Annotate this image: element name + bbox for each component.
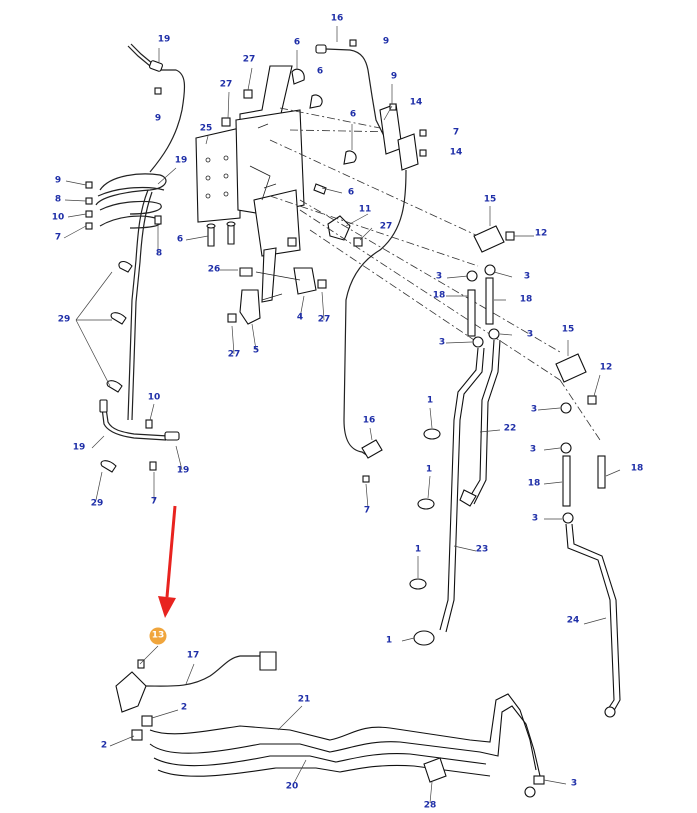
callout-19[interactable]: 19 (174, 155, 188, 166)
callout-27[interactable]: 27 (242, 54, 256, 65)
callout-9[interactable]: 9 (154, 113, 162, 124)
callout-19[interactable]: 19 (157, 34, 171, 45)
callout-18[interactable]: 18 (519, 294, 533, 305)
callout-26[interactable]: 26 (207, 264, 221, 275)
callout-19[interactable]: 19 (176, 465, 190, 476)
callout-27[interactable]: 27 (317, 314, 331, 325)
callout-16[interactable]: 16 (330, 13, 344, 24)
callout-7[interactable]: 7 (54, 232, 62, 243)
callout-3[interactable]: 3 (526, 329, 534, 340)
callout-12[interactable]: 12 (599, 362, 613, 373)
callout-2[interactable]: 2 (100, 740, 108, 751)
callout-9[interactable]: 9 (54, 175, 62, 186)
mounting-bracket (195, 65, 305, 303)
callout-1[interactable]: 1 (425, 464, 433, 475)
callout-6[interactable]: 6 (293, 37, 301, 48)
callout-10[interactable]: 10 (51, 212, 65, 223)
leader-lines (63, 26, 621, 804)
callout-27[interactable]: 27 (379, 221, 393, 232)
callout-10[interactable]: 10 (147, 392, 161, 403)
hose-clamps (409, 428, 441, 646)
callout-14[interactable]: 14 (409, 97, 423, 108)
callout-1[interactable]: 1 (426, 395, 434, 406)
exhaust-temperature-sensor-harness (95, 43, 186, 441)
callout-7[interactable]: 7 (452, 127, 460, 138)
callout-2[interactable]: 2 (180, 702, 188, 713)
callout-1[interactable]: 1 (414, 544, 422, 555)
callout-17[interactable]: 17 (186, 650, 200, 661)
callout-7[interactable]: 7 (363, 505, 371, 516)
left-screws (85, 87, 162, 471)
callout-6[interactable]: 6 (347, 187, 355, 198)
callout-21[interactable]: 21 (297, 694, 311, 705)
callout-3[interactable]: 3 (435, 271, 443, 282)
callout-27[interactable]: 27 (219, 79, 233, 90)
callout-7[interactable]: 7 (150, 496, 158, 507)
cable-clips (75, 260, 133, 473)
callout-15[interactable]: 15 (561, 324, 575, 335)
callout-29[interactable]: 29 (57, 314, 71, 325)
callout-18[interactable]: 18 (432, 290, 446, 301)
callout-28[interactable]: 28 (423, 800, 437, 811)
callout-29[interactable]: 29 (90, 498, 104, 509)
callout-6[interactable]: 6 (316, 66, 324, 77)
callout-13-highlighted[interactable]: 13 (149, 627, 167, 645)
callout-14[interactable]: 14 (449, 147, 463, 158)
callout-23[interactable]: 23 (475, 544, 489, 555)
callout-5[interactable]: 5 (252, 345, 260, 356)
callout-15[interactable]: 15 (483, 194, 497, 205)
callout-18[interactable]: 18 (527, 478, 541, 489)
callout-9[interactable]: 9 (382, 36, 390, 47)
callout-3[interactable]: 3 (531, 513, 539, 524)
callout-19[interactable]: 19 (72, 442, 86, 453)
callout-11[interactable]: 11 (358, 204, 372, 215)
callout-6[interactable]: 6 (176, 234, 184, 245)
callout-3[interactable]: 3 (529, 444, 537, 455)
callout-27[interactable]: 27 (227, 349, 241, 360)
callout-12[interactable]: 12 (534, 228, 548, 239)
red-pointer-arrow (158, 505, 177, 618)
callout-9[interactable]: 9 (390, 71, 398, 82)
callout-4[interactable]: 4 (296, 312, 304, 323)
callout-3[interactable]: 3 (570, 778, 578, 789)
callout-25[interactable]: 25 (199, 123, 213, 134)
callout-18[interactable]: 18 (630, 463, 644, 474)
bracket-hardware (221, 68, 363, 325)
pressure-sensor-assembly (439, 225, 621, 718)
callout-20[interactable]: 20 (285, 781, 299, 792)
lower-hose-assembly (115, 651, 545, 798)
callout-3[interactable]: 3 (523, 271, 531, 282)
callout-1[interactable]: 1 (385, 635, 393, 646)
callout-6[interactable]: 6 (349, 109, 357, 120)
callout-8[interactable]: 8 (155, 248, 163, 259)
alignment-lines (269, 107, 601, 441)
callout-16[interactable]: 16 (362, 415, 376, 426)
callout-24[interactable]: 24 (566, 615, 580, 626)
callout-8[interactable]: 8 (54, 194, 62, 205)
callout-3[interactable]: 3 (438, 337, 446, 348)
nox-sensor-assembly (315, 39, 427, 483)
callout-22[interactable]: 22 (503, 423, 517, 434)
callout-3[interactable]: 3 (530, 404, 538, 415)
